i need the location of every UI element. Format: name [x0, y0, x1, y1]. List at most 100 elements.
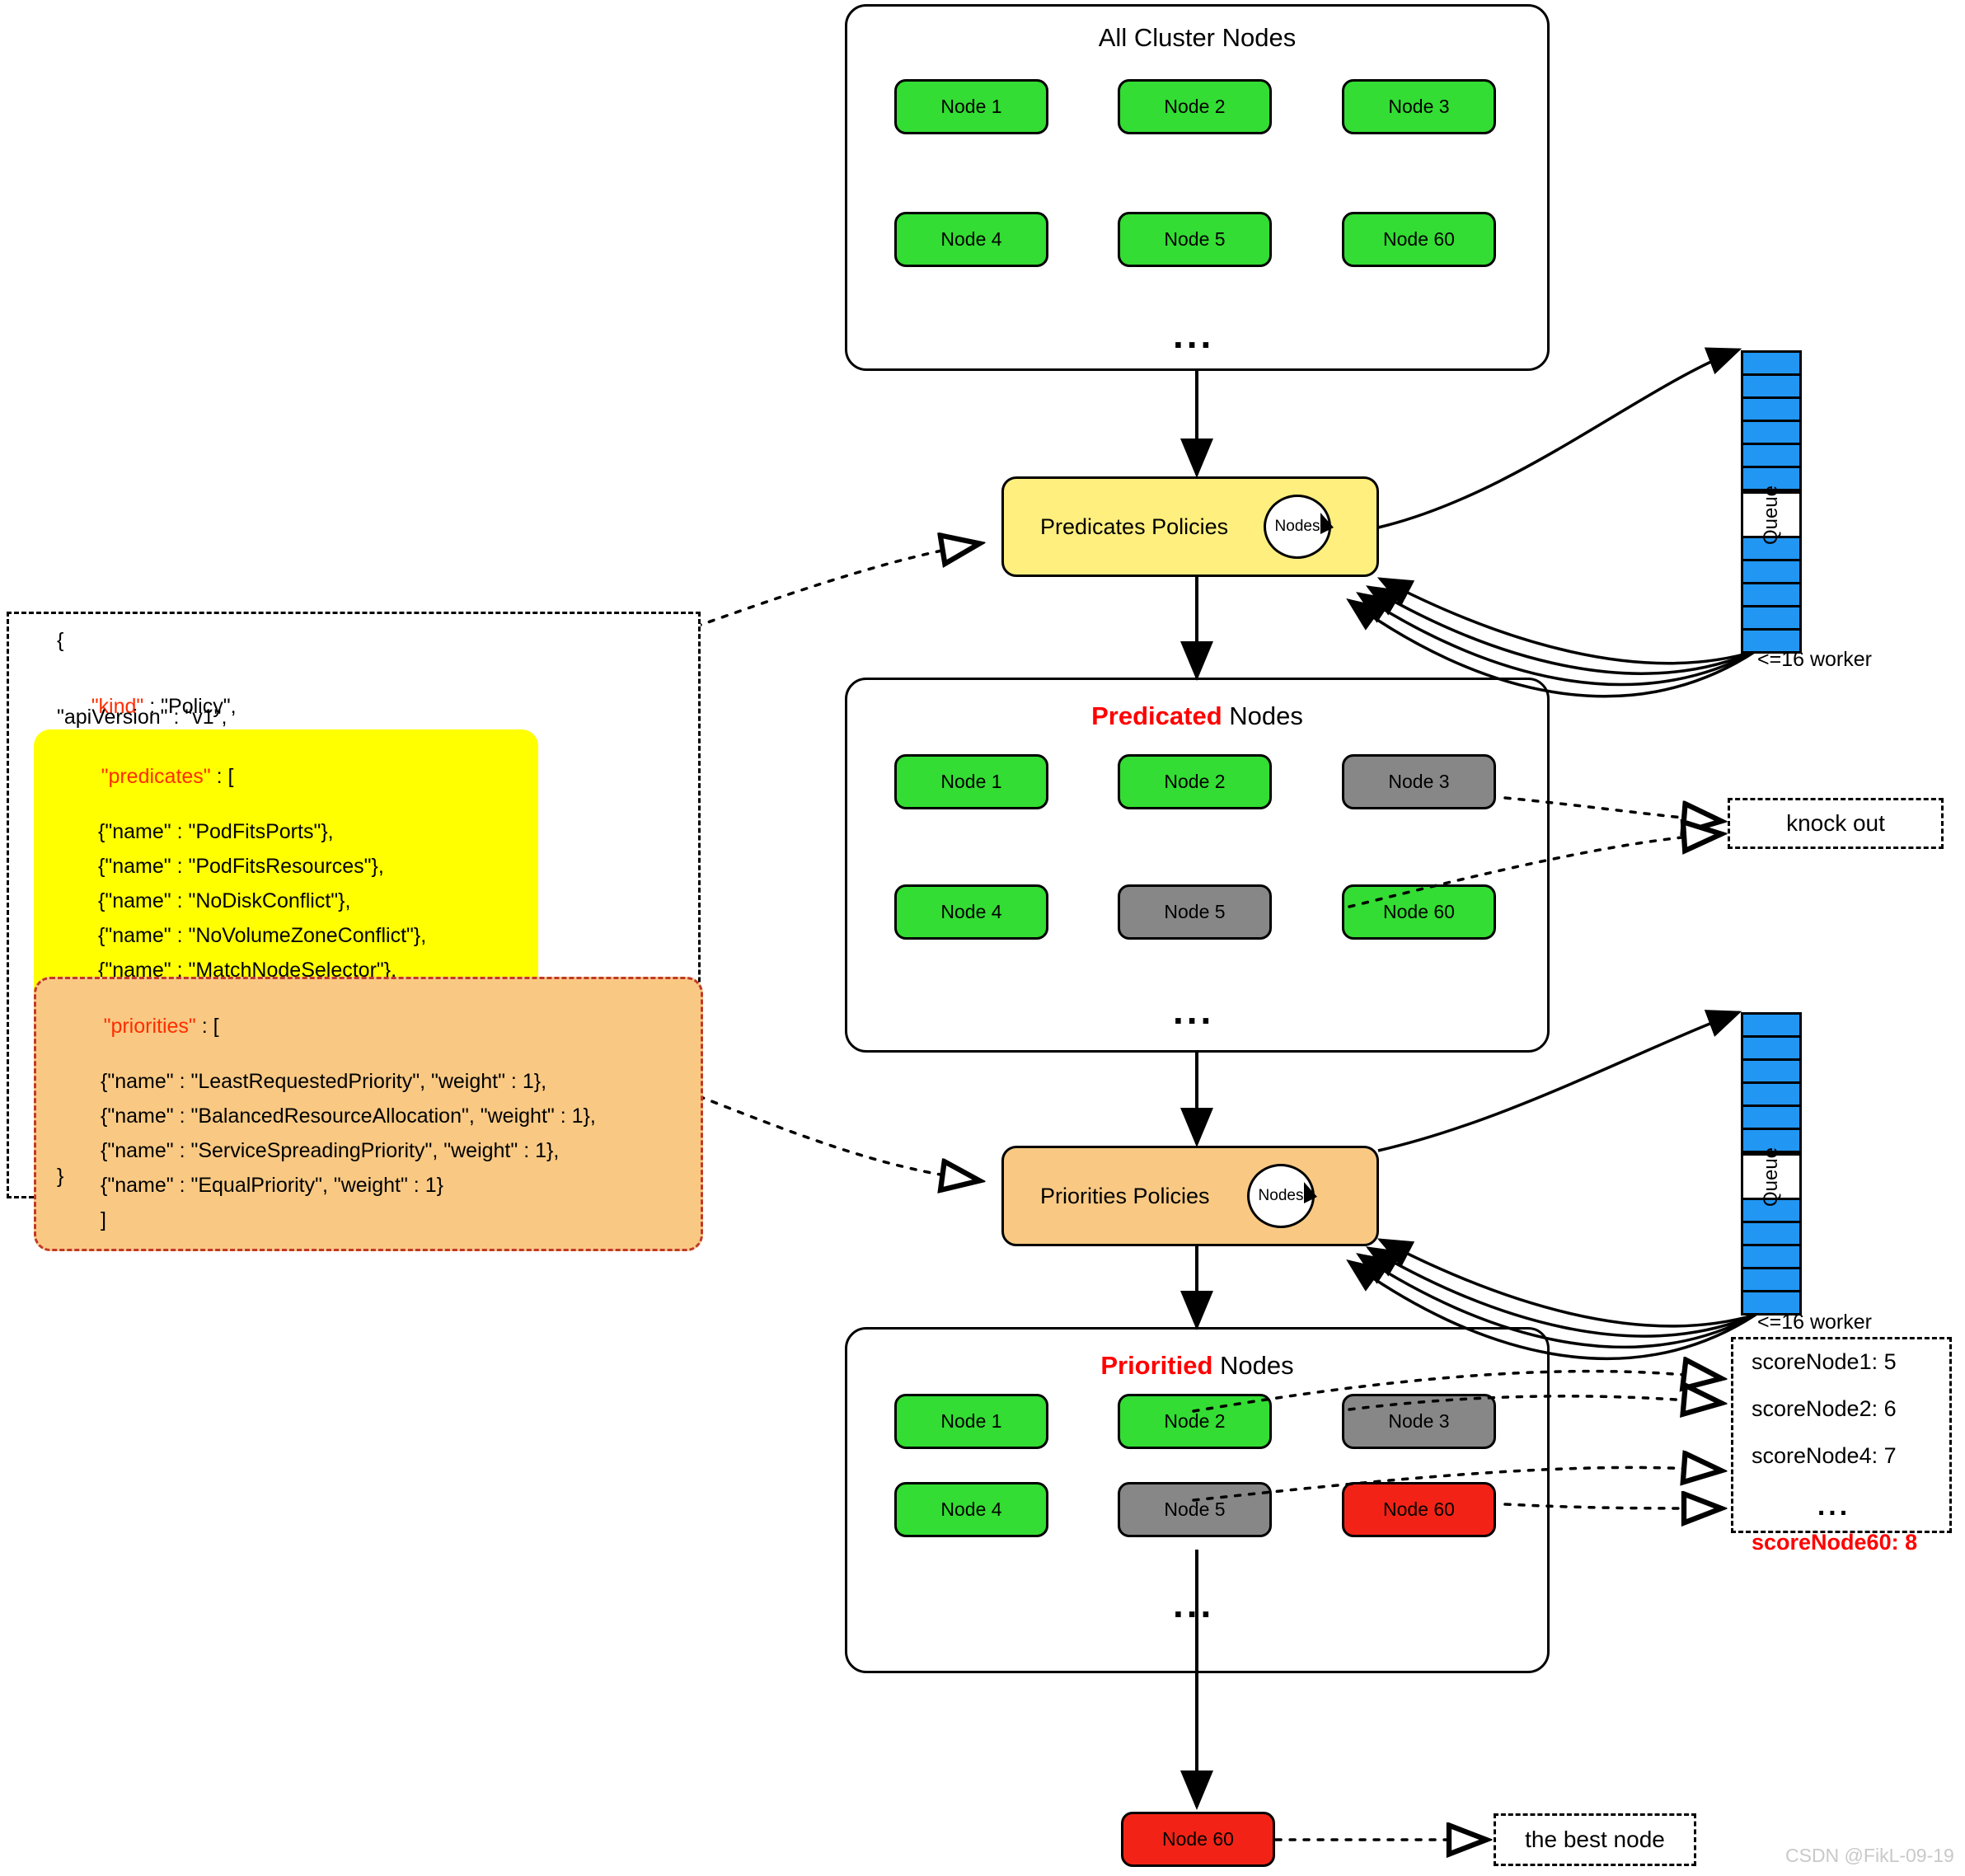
node-chip[interactable]: Node 5 — [1118, 1482, 1272, 1537]
group-title-all-cluster: All Cluster Nodes — [847, 25, 1547, 50]
best-node-box: the best node — [1494, 1813, 1696, 1866]
group-title-rest: Nodes — [1212, 1351, 1294, 1380]
predicates-loop-arrow-icon — [1320, 513, 1334, 534]
node-chip[interactable]: Node 60 — [1342, 212, 1496, 267]
node-chip[interactable]: Node 3 — [1342, 79, 1496, 134]
node-label: Node 2 — [1164, 96, 1226, 117]
group-prioritied-nodes: Prioritied Nodes Node 1 Node 2 Node 3 No… — [845, 1327, 1550, 1673]
queue-segment — [1743, 1223, 1799, 1246]
node-chip[interactable]: Node 2 — [1118, 1394, 1272, 1449]
node-chip[interactable]: Node 1 — [894, 1394, 1048, 1449]
queue-label-wrap: Queue — [1743, 485, 1799, 545]
node-label: Node 3 — [1388, 96, 1450, 117]
knock-out-label: knock out — [1786, 810, 1885, 836]
queue-segment — [1743, 422, 1799, 445]
predicates-policies-label: Predicates Policies — [1040, 514, 1229, 539]
queue-segment — [1743, 584, 1799, 607]
policy-priorities-block: "priorities" : [ {"name" : "LeastRequest… — [34, 977, 703, 1251]
json-key-predicates: "predicates" — [101, 765, 211, 788]
json-predicate-item: {"name" : "NoDiskConflict"}, — [98, 889, 351, 912]
node-chip[interactable]: Node 4 — [894, 1482, 1048, 1537]
queue-segment — [1743, 1246, 1799, 1269]
json-predicate-item: {"name" : "PodFitsResources"}, — [98, 855, 384, 878]
score-row-best: scoreNode60: 8 — [1752, 1530, 1918, 1555]
json-priority-item: {"name" : "LeastRequestedPriority", "wei… — [101, 1070, 547, 1093]
queue-segment — [1743, 468, 1799, 491]
node-chip[interactable]: Node 3 — [1342, 754, 1496, 809]
queue-segment — [1743, 399, 1799, 422]
final-node-chip[interactable]: Node 60 — [1121, 1812, 1275, 1867]
priorities-nodes-circle-label: Nodes — [1258, 1187, 1304, 1204]
node-chip[interactable]: Node 2 — [1118, 79, 1272, 134]
group-title-highlight: Prioritied — [1100, 1351, 1213, 1380]
node-label: Node 1 — [940, 96, 1002, 117]
group-title-rest: Nodes — [1222, 701, 1303, 730]
queue-label-wrap: Queue — [1743, 1147, 1799, 1207]
json-key-priorities-rest: : [ — [195, 1015, 219, 1038]
group-predicated-nodes: Predicated Nodes Node 1 Node 2 Node 3 No… — [845, 678, 1550, 1053]
node-label: Node 4 — [940, 228, 1002, 250]
json-priority-item: {"name" : "EqualPriority", "weight" : 1} — [101, 1174, 443, 1197]
node-label: Node 4 — [940, 1498, 1002, 1520]
queue-segment — [1743, 1130, 1799, 1153]
queue-segment — [1743, 561, 1799, 584]
node-chip[interactable]: Node 4 — [894, 884, 1048, 940]
queue-segment — [1743, 1269, 1799, 1292]
node-label: Node 1 — [940, 771, 1002, 792]
priorities-policies-label: Priorities Policies — [1040, 1183, 1210, 1208]
queue-segment — [1743, 1015, 1799, 1038]
node-chip[interactable]: Node 1 — [894, 79, 1048, 134]
json-key-predicates-rest: : [ — [210, 765, 234, 788]
json-predicate-item: {"name" : "PodFitsPorts"}, — [98, 820, 334, 843]
json-line-close: } — [57, 1165, 64, 1188]
knock-out-box: knock out — [1728, 798, 1944, 849]
ellipsis-more-nodes: ... — [1173, 1583, 1215, 1625]
priorities-queue: Queue — [1741, 1012, 1802, 1316]
json-key-kind: "kind" — [91, 695, 144, 718]
node-chip[interactable]: Node 5 — [1118, 884, 1272, 940]
queue-segment — [1743, 445, 1799, 468]
json-priorities-key: "priorities" : [ — [58, 996, 679, 1058]
node-chip[interactable]: Node 60 — [1342, 1482, 1496, 1537]
node-chip[interactable]: Node 5 — [1118, 212, 1272, 267]
node-chip[interactable]: Node 3 — [1342, 1394, 1496, 1449]
score-row: scoreNode2: 6 — [1752, 1396, 1897, 1421]
score-annotations-box: scoreNode1: 5 scoreNode2: 6 scoreNode4: … — [1731, 1337, 1952, 1554]
queue-segment — [1743, 1107, 1799, 1130]
json-predicate-item: {"name" : "NoVolumeZoneConflict"}, — [98, 924, 427, 947]
final-node-label: Node 60 — [1162, 1828, 1234, 1850]
queue-label: Queue — [1760, 1147, 1782, 1207]
json-line-open: { — [57, 629, 64, 652]
best-node-label: the best node — [1525, 1827, 1665, 1852]
json-line-apiversion: "apiVersion" : "v1", — [57, 706, 227, 729]
node-chip[interactable]: Node 4 — [894, 212, 1048, 267]
node-label: Node 2 — [1164, 771, 1226, 792]
node-chip[interactable]: Node 60 — [1342, 884, 1496, 940]
queue-label: Queue — [1760, 485, 1782, 545]
queue-segment — [1743, 1084, 1799, 1107]
node-label: Node 1 — [940, 1410, 1002, 1432]
group-title-text: All Cluster Nodes — [1098, 23, 1297, 52]
node-label: Node 3 — [1388, 1410, 1450, 1432]
node-chip[interactable]: Node 1 — [894, 754, 1048, 809]
node-label: Node 60 — [1383, 228, 1455, 250]
json-line-kind: "kind" : "Policy", — [57, 676, 237, 738]
ellipsis-more-nodes: ... — [1173, 989, 1215, 1032]
predicates-nodes-circle-label: Nodes — [1274, 518, 1320, 535]
predicates-nodes-circle: Nodes — [1264, 495, 1331, 559]
priorities-nodes-circle: Nodes — [1247, 1164, 1315, 1228]
node-chip[interactable]: Node 2 — [1118, 754, 1272, 809]
node-label: Node 2 — [1164, 1410, 1226, 1432]
node-label: Node 5 — [1164, 228, 1226, 250]
watermark: CSDN @FikL-09-19 — [1785, 1845, 1954, 1866]
policy-json-panel: { "kind" : "Policy", "apiVersion" : "v1"… — [7, 612, 703, 1251]
ellipsis-more-nodes: ... — [1173, 313, 1215, 356]
json-key-priorities: "priorities" — [103, 1015, 196, 1038]
predicates-queue: Queue — [1741, 350, 1802, 654]
queue-segment — [1743, 1038, 1799, 1061]
priorities-worker-label: <=16 worker — [1757, 1311, 1872, 1334]
node-label: Node 5 — [1164, 901, 1226, 922]
score-row: scoreNode1: 5 — [1752, 1349, 1897, 1374]
queue-segment — [1743, 607, 1799, 631]
